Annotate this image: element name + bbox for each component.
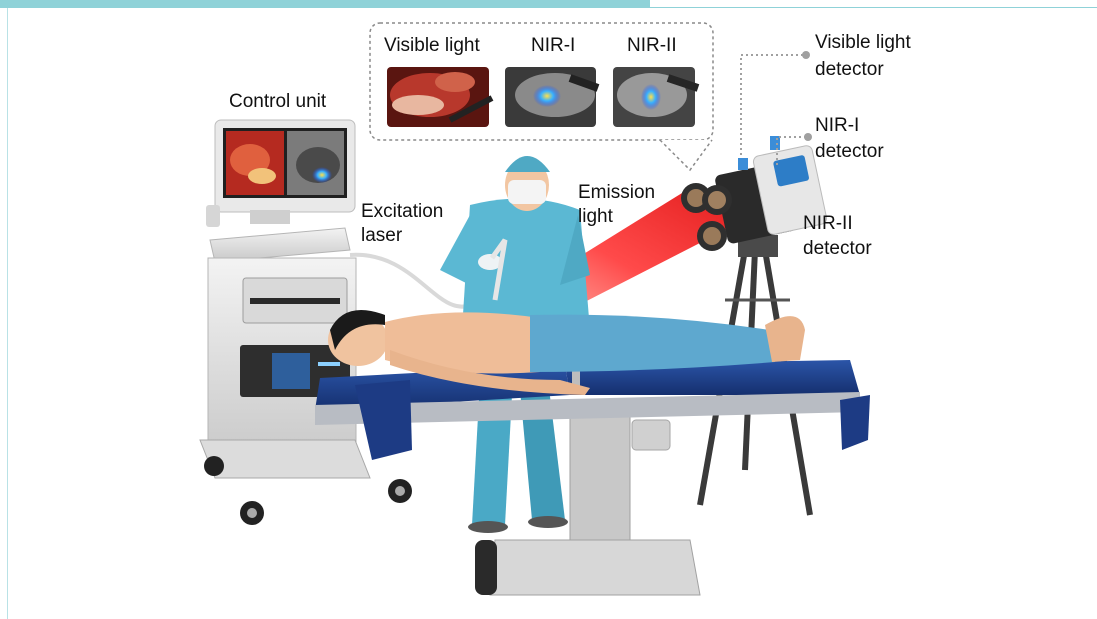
visible-light-detector-label-line2: detector xyxy=(815,58,884,81)
nir-ii-detector-label-line2: detector xyxy=(803,237,872,260)
nir-i-detector-lens xyxy=(702,185,732,215)
visible-light-detector-label-line1: Visible light xyxy=(815,31,911,54)
nir-ii-detector-lens xyxy=(697,221,727,251)
visible-light-image xyxy=(387,67,492,127)
inset-label-nir-i: NIR-I xyxy=(531,34,575,57)
emission-light-label-line1: Emission xyxy=(578,181,655,204)
nir-i-detector-label-line2: detector xyxy=(815,140,884,163)
connector-dot-nir-i xyxy=(804,133,812,141)
nir-ii-detector-label-line1: NIR-II xyxy=(803,212,853,235)
control-unit-label: Control unit xyxy=(229,90,326,113)
nir-i-image xyxy=(505,67,598,127)
inset-label-nir-ii: NIR-II xyxy=(627,34,677,57)
nir-ii-image xyxy=(613,67,698,127)
operating-table xyxy=(315,348,870,595)
inset-label-visible-light: Visible light xyxy=(384,34,480,57)
connector-dot-visible xyxy=(802,51,810,59)
nir-i-detector-label-line1: NIR-I xyxy=(815,114,859,137)
excitation-laser-label-line2: laser xyxy=(361,224,402,247)
emission-light-label-line2: light xyxy=(578,205,613,228)
excitation-laser-label-line1: Excitation xyxy=(361,200,443,223)
